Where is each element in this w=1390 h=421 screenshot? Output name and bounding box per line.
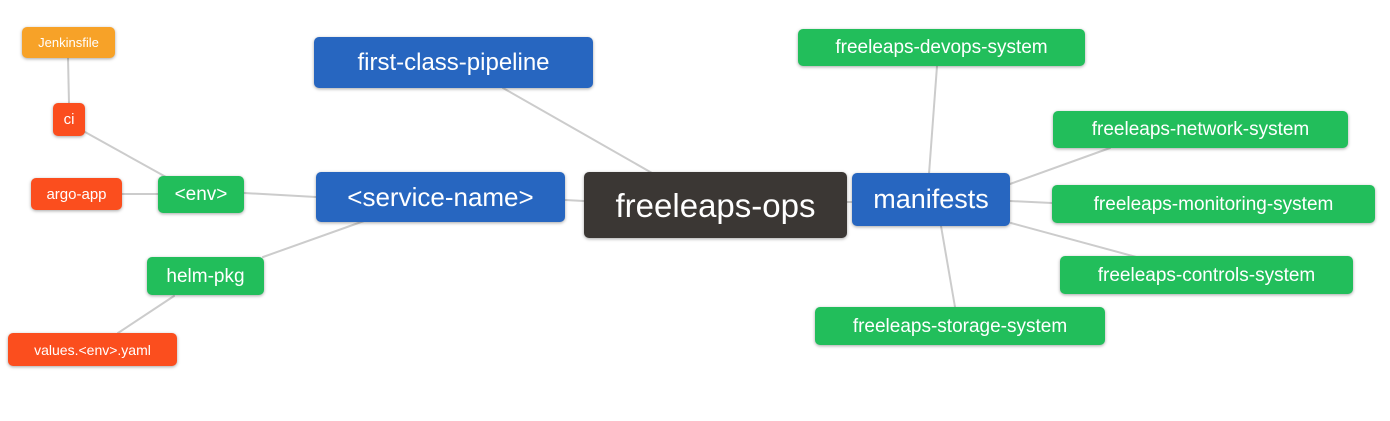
node-label: freeleaps-storage-system xyxy=(852,315,1068,337)
node-label: first-class-pipeline xyxy=(357,48,550,76)
edge-helm-pkg-to-service-name xyxy=(262,220,365,258)
node-label: freeleaps-monitoring-system xyxy=(1093,193,1334,215)
node-helm-pkg[interactable]: helm-pkg xyxy=(147,257,264,295)
edge-env-to-service-name xyxy=(243,192,317,198)
node-env[interactable]: <env> xyxy=(158,176,244,213)
edge-manifests-to-freeleaps-controls-system xyxy=(1010,222,1141,259)
node-first-class-pipeline[interactable]: first-class-pipeline xyxy=(314,37,593,88)
node-freeleaps-monitoring-system[interactable]: freeleaps-monitoring-system xyxy=(1052,185,1375,223)
edge-manifests-to-freeleaps-network-system xyxy=(1009,147,1111,185)
node-label: freeleaps-ops xyxy=(615,186,816,224)
edge-manifests-to-freeleaps-storage-system xyxy=(940,225,956,308)
node-argo-app[interactable]: argo-app xyxy=(31,178,122,210)
node-label: freeleaps-devops-system xyxy=(835,37,1048,58)
edge-first-class-pipeline-to-freeleaps-ops xyxy=(502,87,653,174)
node-freeleaps-network-system[interactable]: freeleaps-network-system xyxy=(1053,111,1348,148)
edge-values-env-yaml-to-helm-pkg xyxy=(117,295,175,334)
node-freeleaps-storage-system[interactable]: freeleaps-storage-system xyxy=(815,307,1105,345)
node-jenkinsfile[interactable]: Jenkinsfile xyxy=(22,27,115,58)
edge-ci-to-env xyxy=(84,131,167,178)
node-label: argo-app xyxy=(46,185,107,203)
node-label: <service-name> xyxy=(347,182,534,212)
node-label: helm-pkg xyxy=(166,265,245,287)
edge-jenkinsfile-to-ci xyxy=(67,56,70,105)
edge-service-name-to-freeleaps-ops xyxy=(564,199,585,202)
edge-manifests-to-freeleaps-devops-system xyxy=(928,65,938,175)
node-label: Jenkinsfile xyxy=(38,35,99,50)
node-label: values.<env>.yaml xyxy=(34,341,151,358)
edge-manifests-to-freeleaps-monitoring-system xyxy=(1009,200,1053,204)
node-label: freeleaps-controls-system xyxy=(1097,264,1316,286)
node-label: freeleaps-network-system xyxy=(1091,119,1310,140)
node-ci[interactable]: ci xyxy=(53,103,85,136)
node-service-name[interactable]: <service-name> xyxy=(316,172,565,222)
node-manifests[interactable]: manifests xyxy=(852,173,1010,226)
node-label: ci xyxy=(63,111,75,128)
node-label: <env> xyxy=(174,184,228,205)
node-values-env-yaml[interactable]: values.<env>.yaml xyxy=(8,333,177,366)
node-freeleaps-controls-system[interactable]: freeleaps-controls-system xyxy=(1060,256,1353,294)
node-label: manifests xyxy=(873,184,989,214)
node-freeleaps-ops[interactable]: freeleaps-ops xyxy=(584,172,847,238)
node-freeleaps-devops-system[interactable]: freeleaps-devops-system xyxy=(798,29,1085,66)
